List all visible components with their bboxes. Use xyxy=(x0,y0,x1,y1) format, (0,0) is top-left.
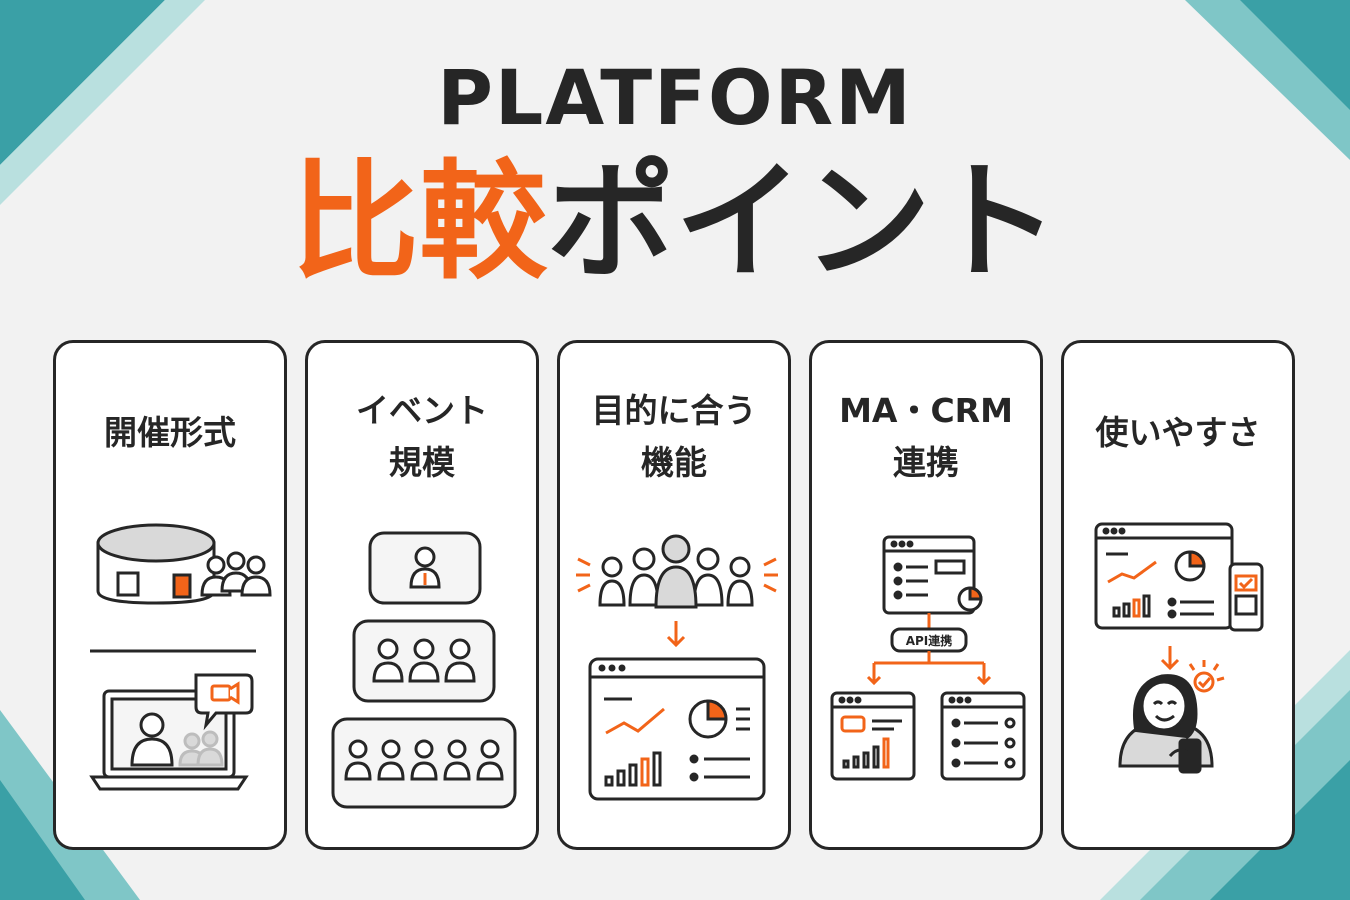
spark-lines xyxy=(576,557,778,593)
card-label-line2: 連携 xyxy=(893,443,959,482)
crowd-icon xyxy=(598,534,754,609)
card-label-line1: 使いやすさ xyxy=(1095,413,1261,452)
card-label: イベント 規模 xyxy=(308,385,536,489)
card-label-line1: MA・CRM xyxy=(839,391,1013,430)
card-label: 開催形式 xyxy=(56,407,284,459)
api-label: API連携 xyxy=(906,633,953,648)
card-label-line1: イベント xyxy=(356,391,488,430)
title-rest: ポイント xyxy=(547,148,1060,297)
arrow-down-icon xyxy=(666,621,686,648)
crm-illustration: API連携 xyxy=(830,535,1026,781)
card-ma-crm: MA・CRM 連携 xyxy=(809,340,1043,850)
card-label-line1: 目的に合う xyxy=(591,391,757,430)
page-title-ja: 比較ポイント xyxy=(0,148,1350,298)
event-format-illustration xyxy=(89,523,272,791)
card-label: 目的に合う 機能 xyxy=(560,385,788,489)
dashboard-window-icon xyxy=(1094,522,1234,630)
card-label-line2: 規模 xyxy=(389,443,455,482)
event-scale-illustration xyxy=(331,531,517,809)
venue-icon xyxy=(96,523,216,605)
check-badge-icon xyxy=(1188,660,1225,693)
card-usability: 使いやすさ xyxy=(1061,340,1295,850)
small-group-icon xyxy=(368,531,482,605)
crm-window-icon xyxy=(882,535,983,615)
usability-illustration xyxy=(1094,522,1264,774)
smartphone-icon xyxy=(1228,562,1264,632)
card-label: MA・CRM 連携 xyxy=(812,385,1040,489)
arrow-down-icon xyxy=(1160,646,1180,671)
large-group-icon xyxy=(331,717,517,809)
card-features: 目的に合う 機能 xyxy=(557,340,791,850)
ma-window-icon xyxy=(830,691,916,781)
medium-group-icon xyxy=(352,619,496,703)
title-accent: 比較 xyxy=(290,148,547,297)
card-event-format: 開催形式 xyxy=(53,340,287,850)
woman-with-phone-icon xyxy=(1118,674,1214,774)
card-label-line2: 機能 xyxy=(641,443,707,482)
card-label-line1: 開催形式 xyxy=(104,413,236,452)
card-event-scale: イベント 規模 xyxy=(305,340,539,850)
page-title-en: PLATFORM xyxy=(0,55,1350,141)
features-illustration xyxy=(576,534,778,801)
contacts-window-icon xyxy=(940,691,1026,781)
card-label: 使いやすさ xyxy=(1064,407,1292,459)
audience-icon xyxy=(200,551,272,597)
laptop-webinar-icon xyxy=(89,673,254,791)
title-en-text: PLATFORM xyxy=(437,53,913,142)
dashboard-icon xyxy=(588,657,766,801)
